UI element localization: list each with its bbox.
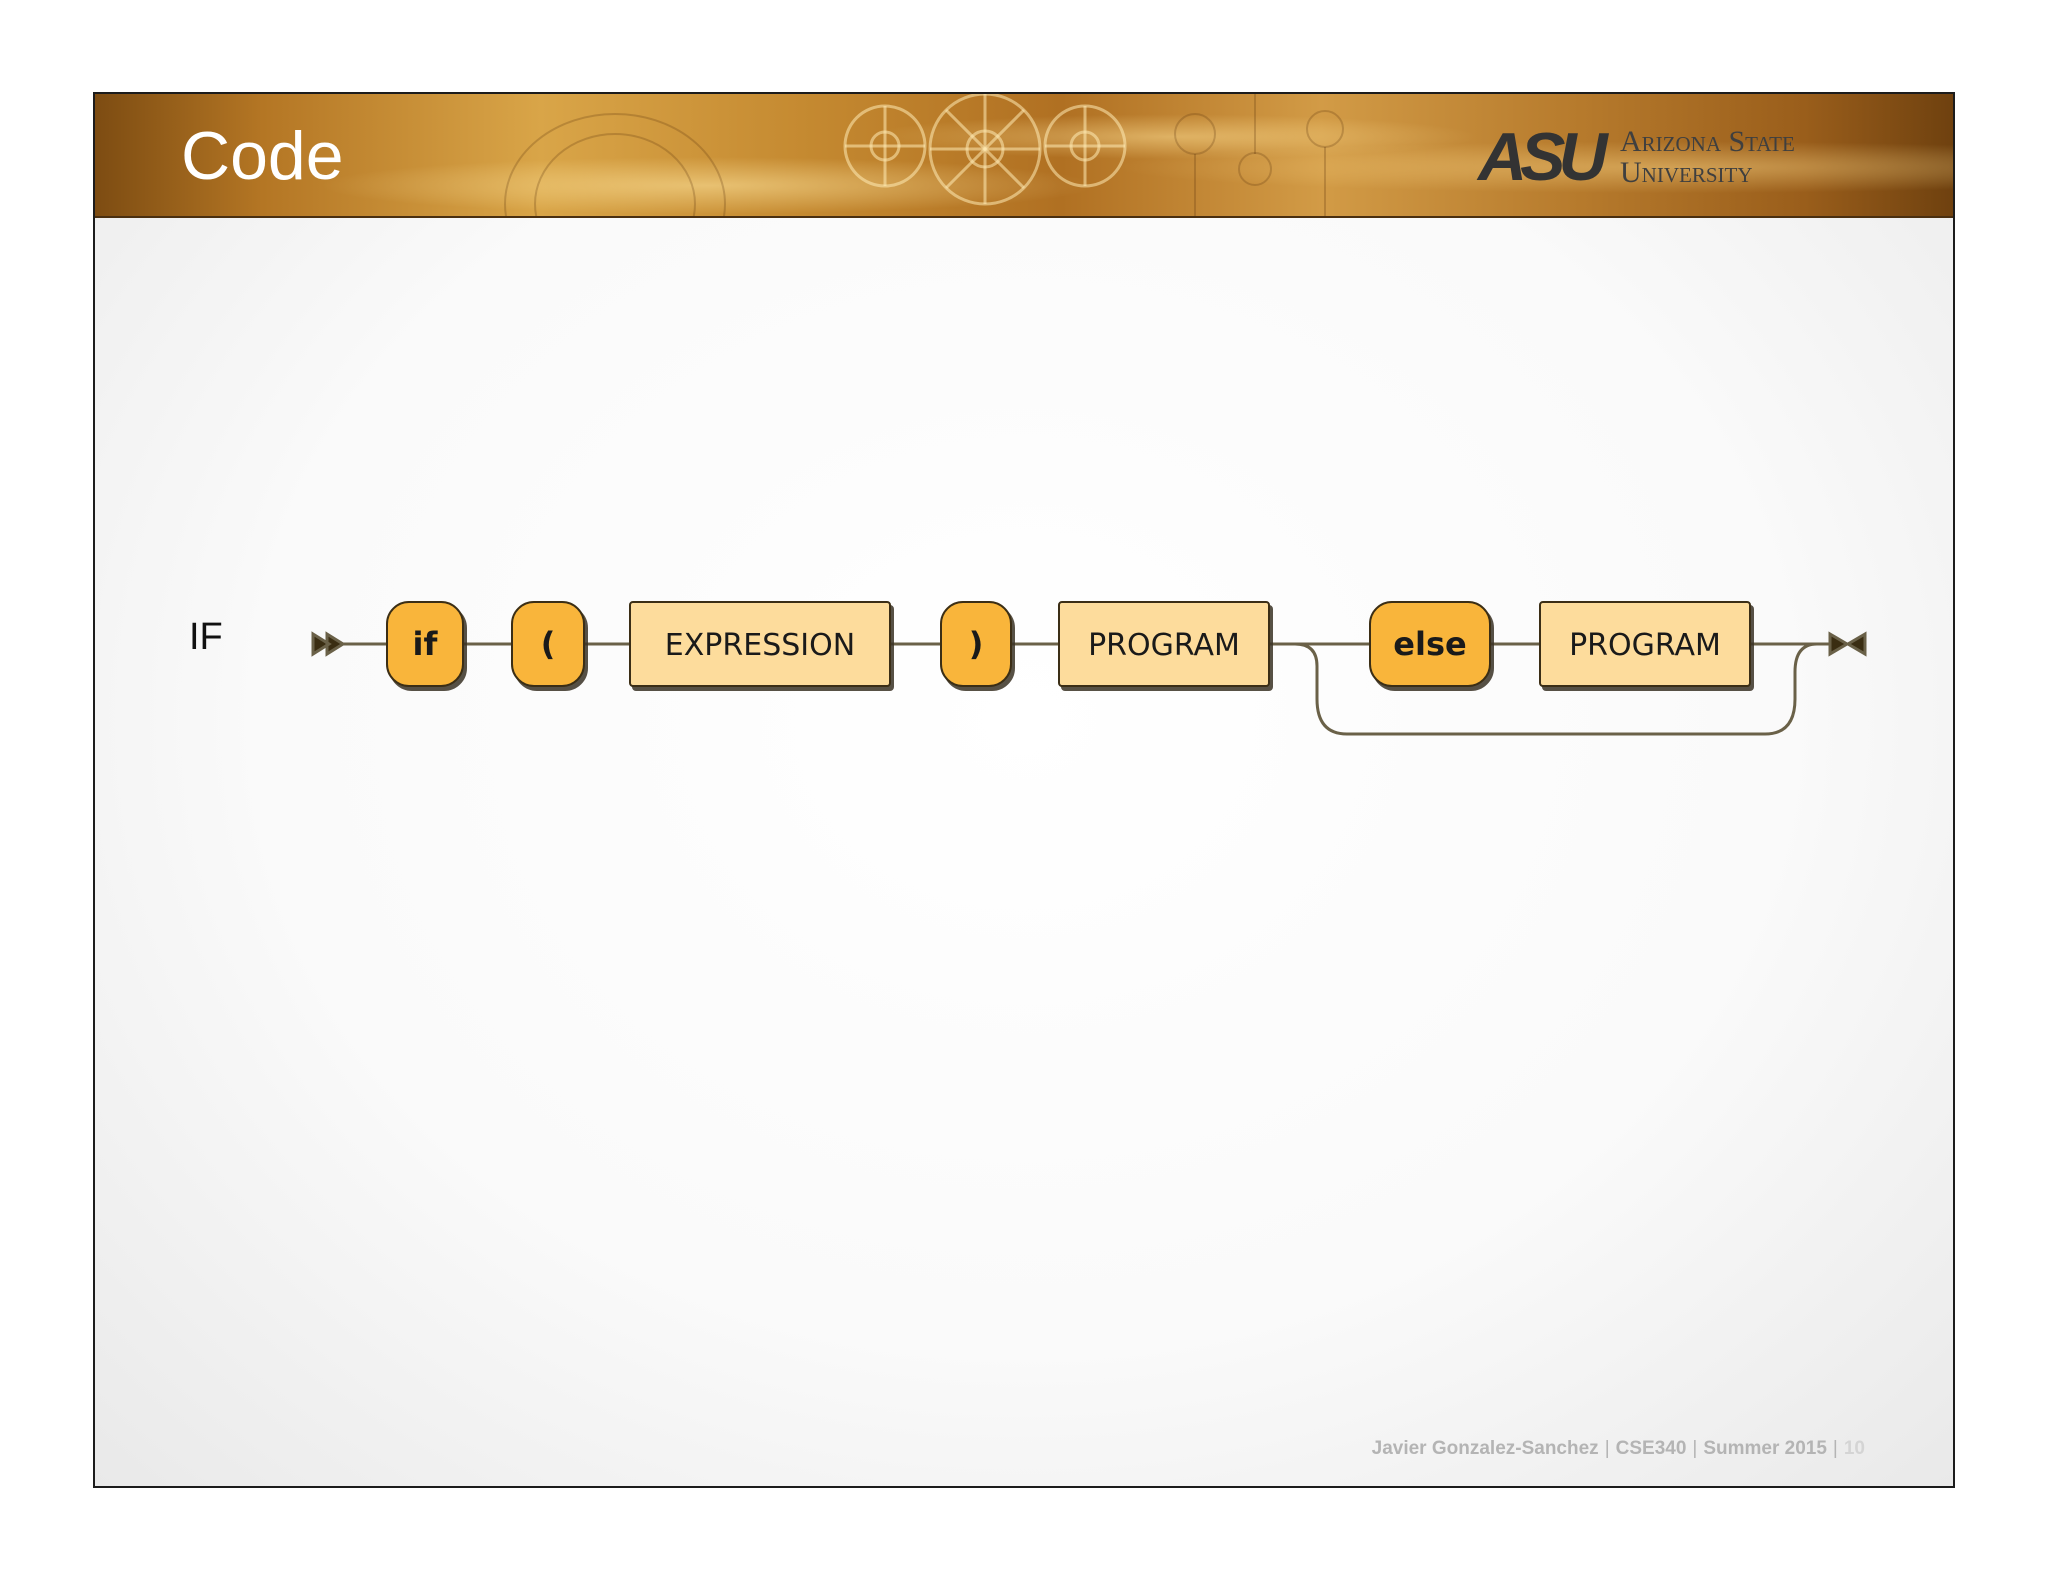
end-marker-icon: [1828, 631, 1867, 657]
diagram-node-program1: PROGRAM: [1058, 601, 1270, 687]
optional-bypass-line: [1294, 642, 1818, 736]
gears-decoration: [504, 94, 1344, 216]
start-arrow-icon: [311, 631, 346, 657]
terminal-box: [386, 601, 464, 687]
terminal-box: [511, 601, 585, 687]
slide-footer: Javier Gonzalez-Sanchez|CSE340|Summer 20…: [1372, 1438, 1865, 1460]
terminal-box: [940, 601, 1012, 687]
syntax-diagram: if ( EXPRESSION) PROGRAM else PROGRAM: [311, 601, 1867, 736]
asu-logo-wordmark: Arizona State University: [1620, 126, 1795, 188]
node-label: else: [1393, 625, 1466, 663]
footer-course: CSE340: [1615, 1438, 1687, 1459]
nonterminal-box: [629, 601, 891, 687]
nonterminal-box: [1539, 601, 1751, 687]
footer-separator: |: [1832, 1438, 1838, 1459]
node-label: (: [541, 625, 556, 663]
rule-label: IF: [189, 616, 223, 658]
asu-logo: ASU Arizona State University: [1478, 119, 1808, 195]
footer-page-number: 10: [1843, 1438, 1865, 1459]
node-label: if: [413, 625, 439, 663]
asu-logo-line2: University: [1620, 156, 1753, 189]
footer-separator: |: [1604, 1438, 1610, 1459]
diagram-node-expression: EXPRESSION: [629, 601, 891, 687]
asu-logo-mark: ASU: [1478, 119, 1608, 195]
nonterminal-box: [1058, 601, 1270, 687]
node-label: EXPRESSION: [665, 628, 855, 663]
slide: Code ASU Arizona State University IF if (…: [93, 92, 1955, 1488]
footer-author: Javier Gonzalez-Sanchez: [1371, 1438, 1599, 1459]
node-label: PROGRAM: [1569, 628, 1721, 663]
diagram-node-else: else: [1369, 601, 1491, 687]
terminal-box: [1369, 601, 1491, 687]
node-label: PROGRAM: [1088, 628, 1240, 663]
diagram-node-if: if: [386, 601, 464, 687]
node-label: ): [969, 625, 984, 663]
diagram-node-rparen: ): [940, 601, 1012, 687]
footer-term: Summer 2015: [1703, 1438, 1827, 1459]
diagram-node-program2: PROGRAM: [1539, 601, 1751, 687]
diagram-node-lparen: (: [511, 601, 585, 687]
header-banner: Code ASU Arizona State University: [95, 94, 1953, 218]
asu-logo-line1: Arizona State: [1620, 125, 1795, 158]
slide-title: Code: [181, 118, 344, 194]
footer-separator: |: [1692, 1438, 1698, 1459]
